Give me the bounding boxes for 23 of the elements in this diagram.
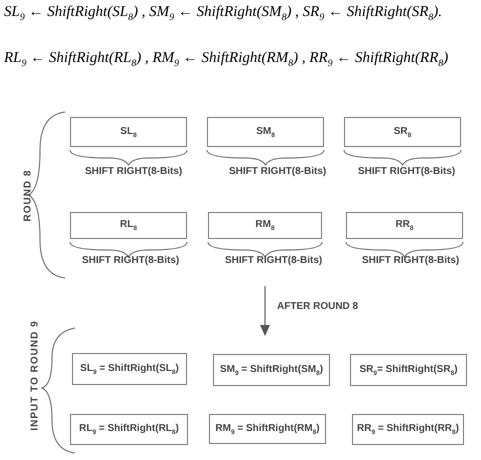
- register-box: RR$_{9}$ = ShiftRight(RR$_{8}$): [352, 414, 464, 445]
- register-box: SM$_{9}$ = ShiftRight(SM$_{8}$): [213, 354, 330, 386]
- register-box: SL$_{9}$ = ShiftRight(SL$_{8}$): [72, 353, 187, 385]
- equation-text: RL$_{9}$ ← ShiftRight(RL$_{8}$) , RM$_{9}$ ← ShiftRight(RM$_{8}$) , RR$_{9}$ ← ShiftRight(RR$_{8}$): [4, 49, 450, 71]
- group-label: INPUT TO ROUND 9: [30, 320, 41, 431]
- register-box: SR$_{8}$: [344, 117, 461, 147]
- shift-label: SHIFT RIGHT(8-Bits): [225, 255, 322, 266]
- register-box: SR$_{9}$= ShiftRight(SR$_{8}$): [350, 354, 467, 386]
- shift-label: SHIFT RIGHT(8-Bits): [362, 255, 460, 266]
- arrow-label: AFTER ROUND 8: [277, 301, 358, 312]
- equation-text: SL$_{9}$ ← ShiftRight(SL$_{8}$) , SM$_{9}$ ← ShiftRight(SM$_{8}$) , SR$_{9}$ ← ShiftRight(SR$_{8}$).: [4, 3, 444, 25]
- register-box: SL$_{8}$: [70, 117, 187, 147]
- shift-label: SHIFT RIGHT(8-Bits): [82, 255, 180, 266]
- shift-label: SHIFT RIGHT(8-Bits): [85, 166, 182, 177]
- register-box: RM$_{8}$: [208, 212, 322, 239]
- shift-label: SHIFT RIGHT(8-Bits): [229, 166, 326, 177]
- shift-label: SHIFT RIGHT(8-Bits): [358, 166, 456, 177]
- register-box: RM$_{9}$ = ShiftRight(RM$_{8}$): [209, 414, 326, 444]
- group-label: ROUND 8: [22, 170, 34, 222]
- register-box: RR$_{8}$: [346, 212, 463, 239]
- register-box: RL$_{8}$: [70, 212, 187, 239]
- register-box: SM$_{8}$: [207, 117, 324, 147]
- register-box: RL$_{9}$ = ShiftRight(RL$_{8}$): [70, 414, 188, 445]
